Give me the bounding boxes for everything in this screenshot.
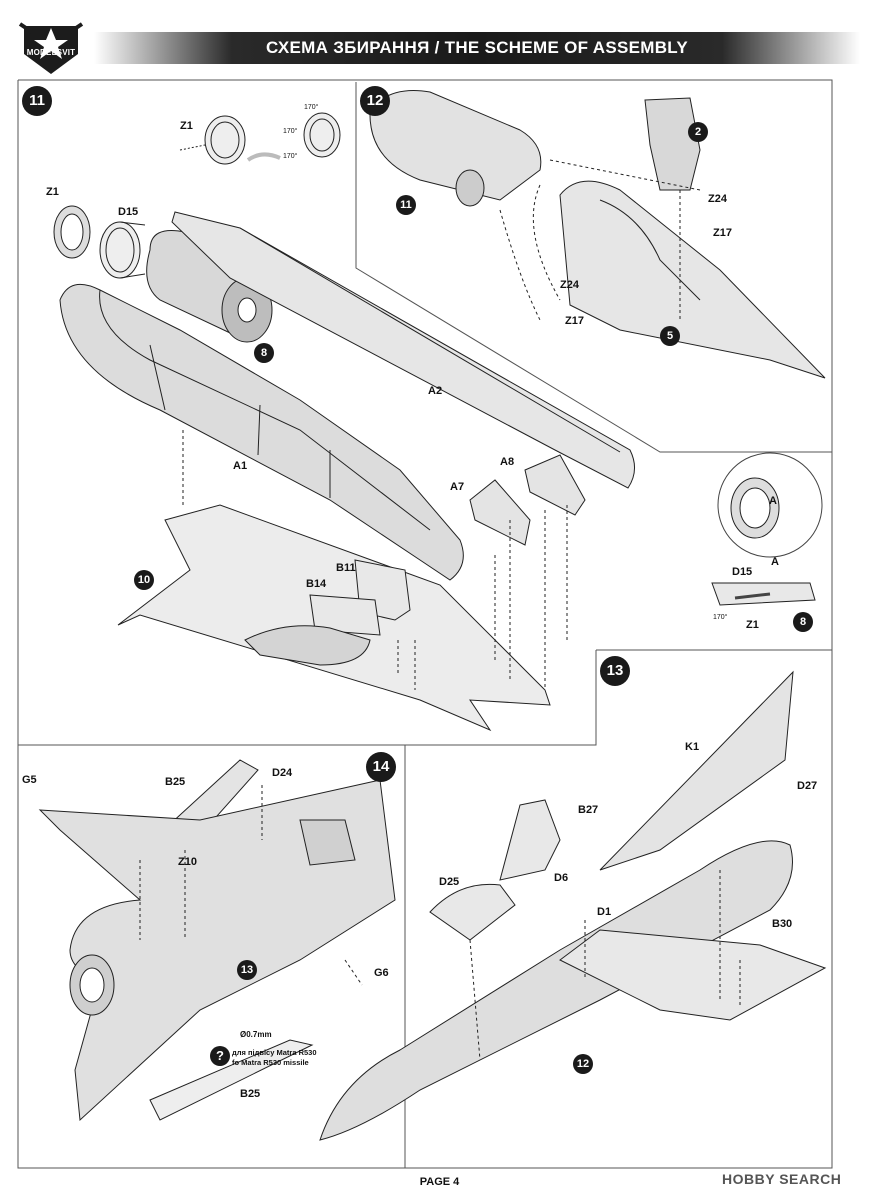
step-badge-13: 13 — [600, 656, 630, 686]
drill-size-note: Ø0.7mm — [240, 1030, 272, 1039]
modelsvit-logo: MODELSVIT — [18, 18, 84, 78]
label-d6: D6 — [554, 872, 569, 884]
label-d15: D15 — [118, 206, 139, 218]
label-b25: B25 — [165, 776, 186, 788]
ref-badge-12: 12 — [573, 1054, 593, 1074]
label-b14: B14 — [306, 578, 327, 590]
note-ua: для підвісу Matra R530 — [232, 1048, 317, 1057]
label-d1: D1 — [597, 906, 612, 918]
label-a7: A7 — [450, 481, 465, 493]
page-header: MODELSVIT СХЕМА ЗБИРАННЯ / THE SCHEME OF… — [18, 18, 860, 78]
ref-badge-2: 2 — [688, 122, 708, 142]
note-en: fo Matra R530 missile — [232, 1058, 309, 1067]
page-title: СХЕМА ЗБИРАННЯ / THE SCHEME OF ASSEMBLY — [265, 38, 689, 57]
label-d27: D27 — [797, 780, 818, 792]
label-d24: D24 — [272, 767, 293, 779]
label-d15-detail: D15 — [732, 566, 753, 578]
ref-badge-10: 10 — [134, 570, 154, 590]
step-badge-14: 14 — [366, 752, 396, 782]
label-k1: K1 — [685, 741, 700, 753]
label-a8: A8 — [500, 456, 515, 468]
detail-a-inset-label: A — [769, 495, 777, 507]
label-z1-detail: Z1 — [746, 619, 759, 631]
label-z1-top: Z1 — [180, 120, 193, 132]
label-z24-left: Z24 — [560, 279, 579, 291]
label-b30: B30 — [772, 918, 793, 930]
detail-a-heading: A — [771, 556, 779, 568]
watermark: HOBBY SEARCH — [722, 1171, 842, 1187]
logo-text: MODELSVIT — [26, 48, 76, 57]
question-icon: ? — [210, 1046, 230, 1066]
label-b25-bottom: B25 — [240, 1088, 261, 1100]
angle-170-b: 170° — [283, 128, 298, 135]
label-z17-left: Z17 — [565, 315, 584, 327]
label-z10: Z10 — [178, 856, 197, 868]
angle-170-detail: 170° — [713, 614, 728, 621]
angle-170-c: 170° — [283, 153, 298, 160]
ref-badge-13: 13 — [237, 960, 257, 980]
label-b27: B27 — [578, 804, 599, 816]
label-a2: A2 — [428, 385, 443, 397]
label-d25: D25 — [439, 876, 460, 888]
label-a1: A1 — [233, 460, 248, 472]
label-z24-right: Z24 — [708, 193, 727, 205]
label-z17-right: Z17 — [713, 227, 732, 239]
step-badge-12: 12 — [360, 86, 390, 116]
ref-badge-5: 5 — [660, 326, 680, 346]
label-g6: G6 — [374, 967, 389, 979]
label-b11: B11 — [336, 562, 356, 574]
angle-170-a: 170° — [304, 104, 319, 111]
ref-badge-8-detail: 8 — [793, 612, 813, 632]
page-number: PAGE 4 — [419, 1176, 460, 1188]
ref-badge-8: 8 — [254, 343, 274, 363]
label-z1: Z1 — [46, 186, 59, 198]
title-bar: СХЕМА ЗБИРАННЯ / THE SCHEME OF ASSEMBLY — [94, 32, 860, 64]
step-badge-11: 11 — [22, 86, 52, 116]
ref-badge-11: 11 — [396, 195, 416, 215]
label-g5: G5 — [22, 774, 37, 786]
